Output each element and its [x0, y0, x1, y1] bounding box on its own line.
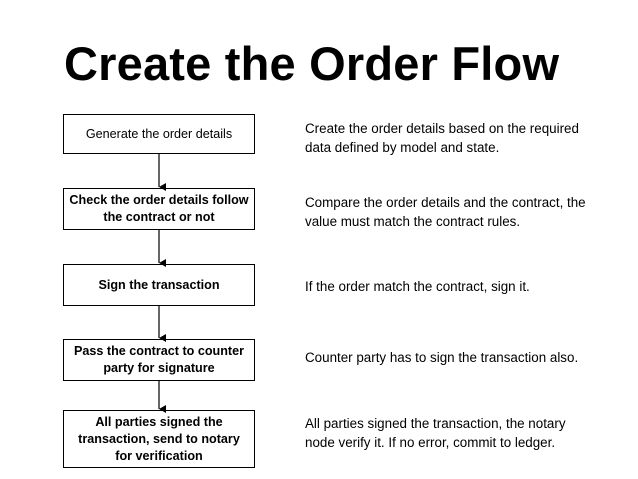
- step-box-notary-verification: All parties signed the transaction, send…: [63, 410, 255, 468]
- step-box-counter-party: Pass the contract to counter party for s…: [63, 339, 255, 381]
- step-label: All parties signed the transaction, send…: [78, 414, 240, 463]
- step-description: Create the order details based on the re…: [305, 121, 579, 156]
- step-description: Compare the order details and the contra…: [305, 195, 586, 230]
- step-description: If the order match the contract, sign it…: [305, 279, 530, 294]
- step-label: Check the order details follow the contr…: [69, 193, 249, 224]
- step-label: Generate the order details: [85, 126, 233, 141]
- step-box-generate-order: Generate the order details: [63, 114, 255, 154]
- step-description: All parties signed the transaction, the …: [305, 416, 566, 451]
- step-label: Pass the contract to counter party for s…: [73, 344, 245, 375]
- step-label: Sign the transaction: [98, 277, 220, 292]
- step-box-sign-transaction: Sign the transaction: [63, 264, 255, 306]
- step-description: Counter party has to sign the transactio…: [305, 350, 579, 365]
- slide-title: Create the Order Flow: [64, 37, 560, 90]
- step-box-check-contract: Check the order details follow the contr…: [63, 188, 255, 230]
